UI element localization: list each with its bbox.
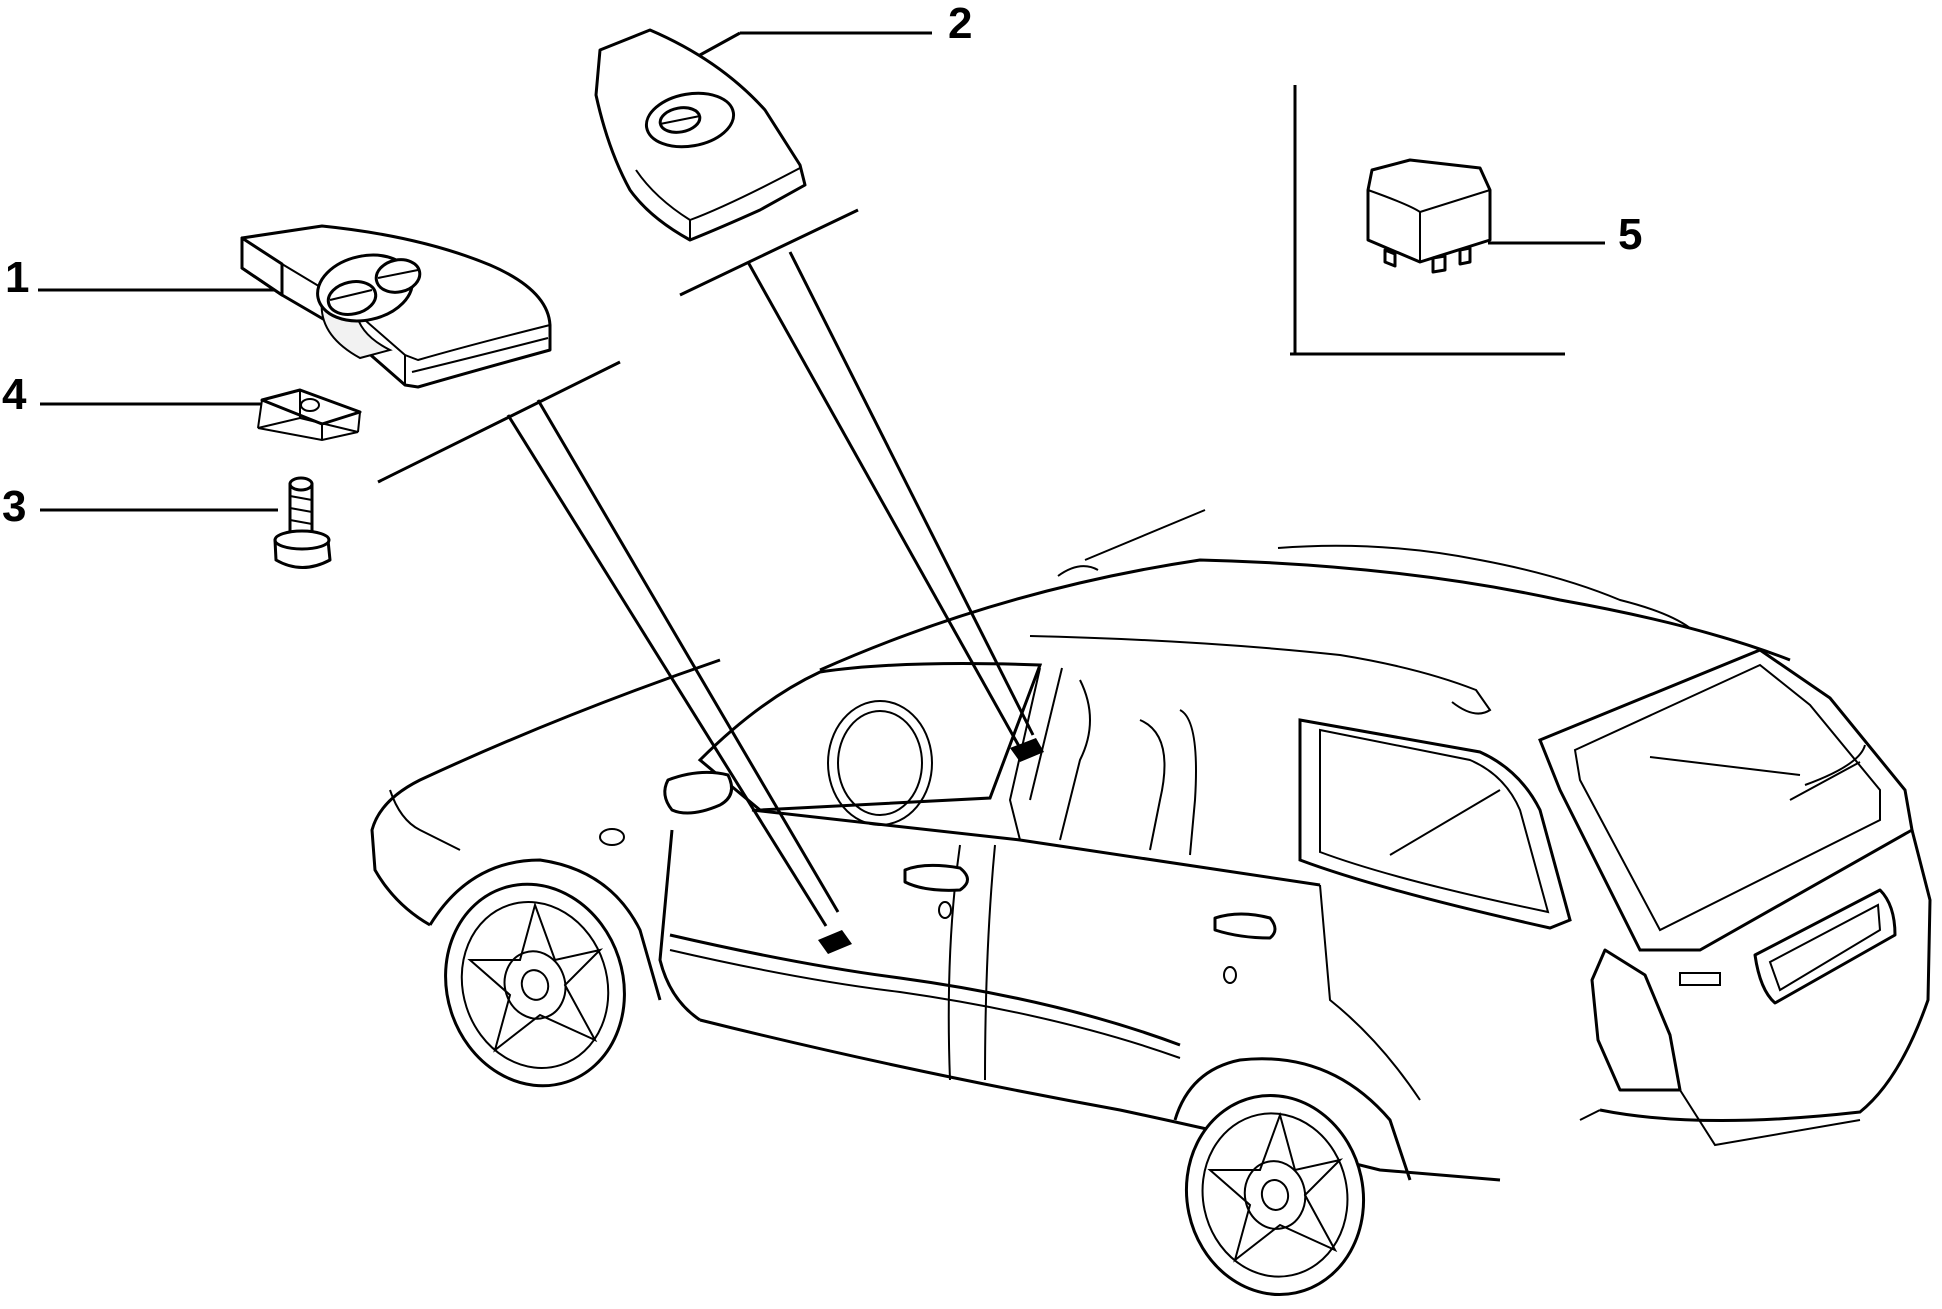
front-wheel: [444, 882, 626, 1088]
callout-2: 2: [948, 0, 972, 48]
single-window-switch-panel: [594, 28, 807, 242]
station-wagon: [370, 509, 1932, 1182]
relay: [1366, 158, 1492, 274]
double-window-switch-panel: [240, 224, 552, 389]
projection-lines: [377, 208, 1035, 927]
leader-lines: [38, 31, 1605, 512]
callout-3: 3: [2, 482, 26, 531]
callout-4: 4: [2, 370, 27, 419]
callout-5: 5: [1618, 210, 1642, 259]
screw: [273, 476, 332, 569]
spring-clip: [257, 388, 362, 442]
rear-wheel: [1184, 1093, 1366, 1297]
callout-1: 1: [5, 253, 29, 302]
inset-frame: [1290, 85, 1565, 356]
